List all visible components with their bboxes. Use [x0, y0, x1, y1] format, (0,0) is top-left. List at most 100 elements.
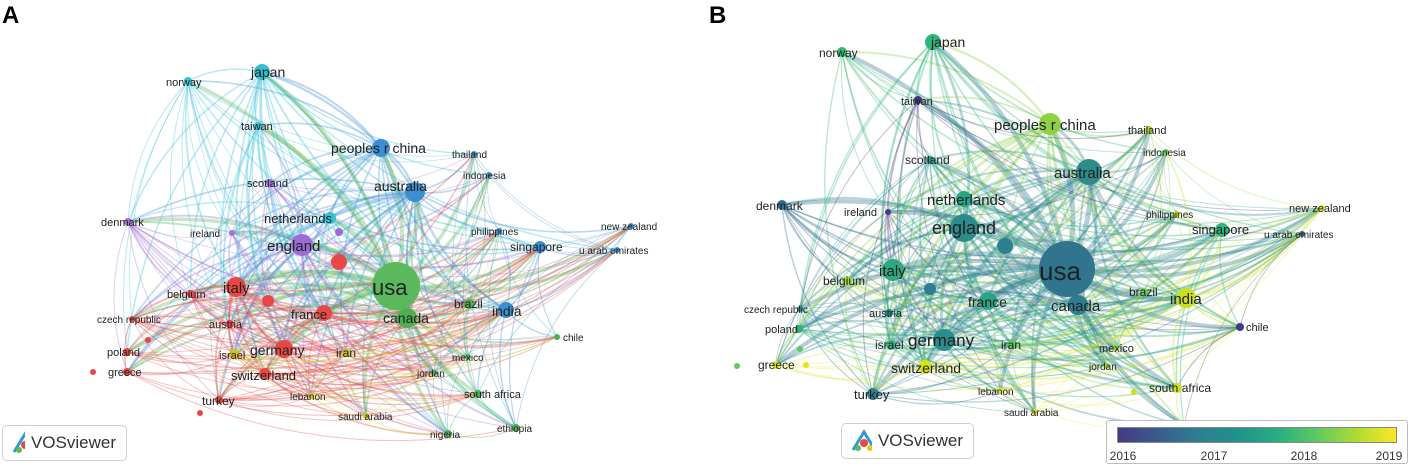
link-edge	[187, 79, 398, 287]
country-label: japan	[250, 64, 285, 80]
link-edge	[259, 71, 325, 314]
link-edge	[908, 159, 931, 368]
link-edge	[1148, 129, 1178, 215]
link-edge	[248, 125, 285, 350]
country-label: indonesia	[1143, 148, 1186, 159]
link-edge	[467, 225, 632, 358]
country-node	[259, 368, 271, 380]
link-edge	[131, 293, 192, 320]
link-edge	[932, 41, 1223, 231]
link-edge	[1087, 171, 1187, 300]
link-edge	[283, 246, 541, 350]
link-edge	[229, 147, 382, 325]
link-edge	[238, 125, 266, 375]
link-edge	[301, 244, 435, 374]
country-label: iran	[1001, 338, 1021, 352]
link-edge	[924, 300, 989, 368]
link-edge	[127, 221, 479, 395]
link-edge	[798, 159, 931, 330]
link-edge	[477, 309, 507, 395]
country-label: italy	[879, 263, 906, 280]
country-node	[918, 360, 932, 374]
link-edge	[264, 373, 367, 417]
link-edge	[508, 246, 541, 429]
link-edge	[929, 159, 1303, 242]
link-edge	[881, 99, 919, 314]
link-edge	[264, 373, 449, 435]
country-node	[797, 306, 803, 312]
link-edge	[264, 249, 618, 375]
country-node	[1039, 241, 1095, 297]
link-edge	[781, 199, 1069, 271]
link-edge	[887, 211, 989, 302]
link-edge	[846, 280, 1117, 351]
country-label: canada	[1051, 298, 1101, 315]
country-label: switzerland	[891, 360, 961, 376]
country-label: england	[932, 218, 996, 238]
link-edge	[310, 393, 479, 411]
link-edge	[126, 286, 237, 353]
link-edge	[127, 80, 189, 223]
link-edge	[126, 281, 397, 354]
country-node	[474, 390, 482, 398]
link-edge	[963, 198, 1178, 228]
link-edge	[260, 182, 285, 350]
link-edge	[932, 40, 1051, 125]
link-edge	[781, 204, 848, 282]
country-label: ethiopia	[497, 424, 532, 435]
link-edge	[310, 356, 469, 398]
link-edge	[841, 51, 1013, 345]
link-edge	[465, 153, 517, 429]
link-edge	[125, 283, 397, 374]
link-edge	[892, 129, 1150, 271]
link-edge	[218, 312, 325, 401]
link-edge	[218, 356, 469, 407]
country-node	[229, 230, 235, 236]
country-node	[997, 388, 1003, 394]
country-label: poland	[765, 324, 798, 336]
link-edge	[264, 336, 558, 386]
link-edge	[229, 323, 312, 397]
link-edge	[872, 233, 1303, 395]
link-edge	[131, 318, 479, 400]
country-node	[512, 424, 520, 432]
link-edge	[440, 174, 490, 435]
link-edge	[963, 226, 1223, 254]
link-edge	[233, 352, 347, 365]
link-edge	[113, 221, 129, 373]
link-edge	[126, 217, 331, 353]
link-edge	[781, 204, 1241, 331]
country-node	[363, 413, 369, 419]
country-label: netherlands	[927, 192, 1005, 209]
country-node	[197, 410, 203, 416]
link-edge	[963, 168, 1090, 201]
country-node	[187, 290, 195, 298]
link-edge	[432, 372, 449, 435]
link-edge	[963, 213, 1178, 242]
link-edge	[1049, 123, 1185, 426]
link-edge	[962, 227, 1036, 413]
link-edge	[131, 191, 416, 320]
link-edge	[127, 221, 449, 435]
country-label: indonesia	[463, 171, 506, 182]
link-edge	[190, 191, 416, 295]
link-edge	[323, 309, 507, 329]
link-edge	[862, 211, 889, 395]
country-label: south africa	[464, 389, 522, 401]
link-edge	[233, 314, 408, 355]
link-edge	[217, 284, 397, 402]
link-edge	[131, 174, 490, 320]
link-edge	[917, 99, 1323, 211]
link-edge	[963, 198, 1323, 237]
country-label: india	[492, 303, 522, 319]
link-edge	[888, 233, 1303, 322]
link-edge	[1114, 151, 1167, 349]
country-node	[123, 348, 131, 356]
country-node	[926, 156, 934, 164]
link-edge	[844, 280, 874, 395]
link-edge	[231, 232, 367, 417]
link-edge	[231, 232, 347, 354]
country-node	[885, 209, 891, 215]
link-edge	[187, 80, 507, 311]
country-node	[1076, 159, 1102, 185]
